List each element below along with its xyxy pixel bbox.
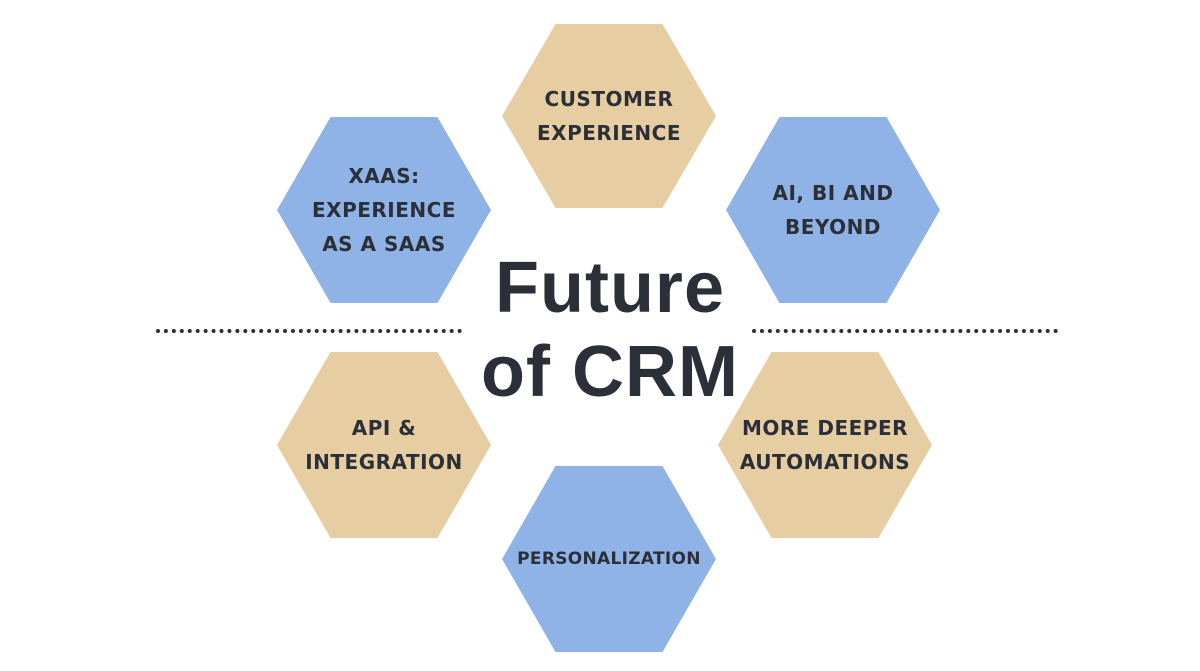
hexagon-api-integration: API & INTEGRATION (277, 352, 491, 538)
hexagon-label: AI, BI AND BEYOND (772, 181, 894, 239)
title-line-1: Future (495, 248, 725, 328)
hexagon-deeper-automations: MORE DEEPER AUTOMATIONS (718, 352, 932, 538)
hexagon-label: CUSTOMER EXPERIENCE (537, 87, 681, 145)
divider-dotted-left (156, 329, 462, 333)
hexagon-label: PERSONALIZATION (517, 549, 701, 569)
divider-dotted-right (752, 329, 1058, 333)
title-line-2: of CRM (481, 332, 739, 412)
hexagon-label: MORE DEEPER AUTOMATIONS (739, 416, 911, 474)
hexagon-xaas-experience: XAAS: EXPERIENCE AS A SAAS (277, 117, 491, 303)
hexagon-personalization: PERSONALIZATION (502, 466, 716, 652)
hexagon-label: XAAS: EXPERIENCE AS A SAAS (312, 164, 456, 256)
diagram-title: Future of CRM (460, 246, 760, 414)
hexagon-customer-experience: CUSTOMER EXPERIENCE (502, 24, 716, 208)
hexagon-ai-bi-beyond: AI, BI AND BEYOND (726, 117, 940, 303)
hexagon-label: API & INTEGRATION (305, 416, 463, 474)
